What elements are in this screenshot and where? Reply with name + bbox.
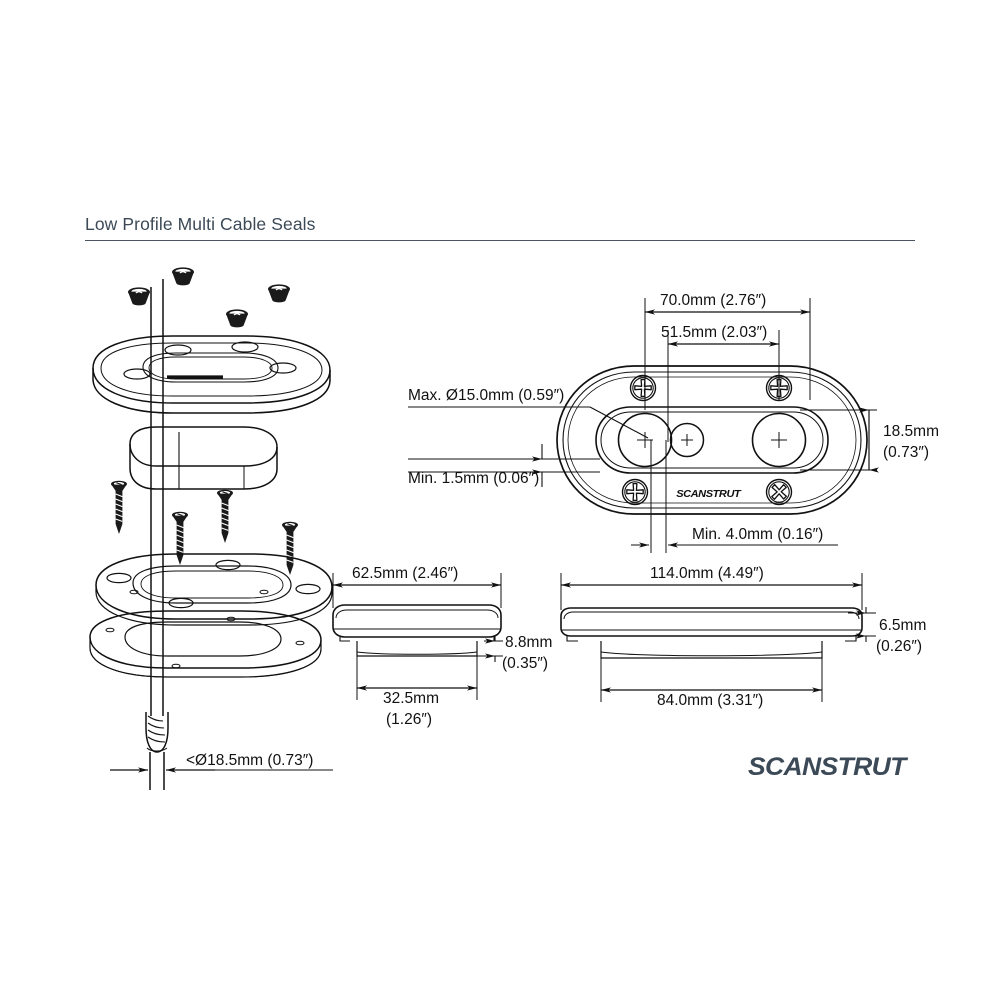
screw-head-top-left xyxy=(629,374,657,402)
dim-short-spigot xyxy=(356,641,478,700)
side-view-long xyxy=(560,607,863,659)
title-divider xyxy=(85,240,915,241)
screw-head-bottom-left xyxy=(621,478,649,506)
dim-label-long-height-mm: 6.5mm xyxy=(879,617,926,634)
dim-short-width xyxy=(332,573,502,608)
dim-min-web xyxy=(408,444,600,487)
dim-label-min-edge: Min. 4.0mm (0.16″) xyxy=(692,526,823,543)
dim-label-short-spigot-in: (1.26″) xyxy=(386,711,432,728)
dim-hole-spacing xyxy=(667,330,780,442)
dim-short-height xyxy=(470,635,503,662)
dim-label-slot-height-mm: 18.5mm xyxy=(883,423,939,440)
dim-label-short-height-mm: 8.8mm xyxy=(505,634,552,651)
dim-label-long-height-in: (0.26″) xyxy=(876,638,922,655)
gasket-ring xyxy=(89,610,322,678)
base-plate xyxy=(95,553,333,626)
dim-label-short-width: 62.5mm (2.46″) xyxy=(352,565,458,582)
exploded-assembly-view xyxy=(89,266,333,790)
dim-long-width xyxy=(560,573,863,610)
screw-head-bottom-right xyxy=(765,478,793,506)
dim-label-short-spigot-mm: 32.5mm xyxy=(383,690,439,707)
dim-max-cable-diameter xyxy=(408,406,649,439)
dim-label-cable-diameter: <Ø18.5mm (0.73″) xyxy=(186,752,313,769)
dim-label-hole-spacing: 51.5mm (2.03″) xyxy=(661,324,767,341)
dim-long-height xyxy=(848,607,876,642)
wood-screws xyxy=(110,480,299,576)
dim-overall-width xyxy=(644,298,811,410)
dim-label-min-web: Min. 1.5mm (0.06″) xyxy=(408,470,539,487)
dim-long-spigot xyxy=(600,641,823,702)
dim-label-max-cable-diameter: Max. Ø15.0mm (0.59″) xyxy=(408,387,564,404)
page-title: Low Profile Multi Cable Seals xyxy=(85,214,316,234)
seal-block xyxy=(129,426,278,490)
dim-label-slot-height-in: (0.73″) xyxy=(883,444,929,461)
dim-label-long-spigot: 84.0mm (3.31″) xyxy=(657,692,763,709)
engraved-brand-label: SCANSTRUT xyxy=(676,488,742,500)
cable-connector xyxy=(145,712,169,790)
dim-label-long-width: 114.0mm (4.49″) xyxy=(650,565,764,582)
dim-slot-height xyxy=(800,407,879,473)
scanstrut-logo: SCANSTRUT xyxy=(748,753,906,781)
dim-label-short-height-in: (0.35″) xyxy=(502,655,548,672)
dim-cable-diameter xyxy=(110,760,333,782)
dim-label-overall-width: 70.0mm (2.76″) xyxy=(660,292,766,309)
top-view xyxy=(556,365,868,515)
side-view-short xyxy=(332,604,502,657)
screw-caps xyxy=(127,266,291,328)
dim-min-edge xyxy=(631,440,838,553)
cover-plate xyxy=(92,335,331,414)
cable xyxy=(150,279,164,716)
